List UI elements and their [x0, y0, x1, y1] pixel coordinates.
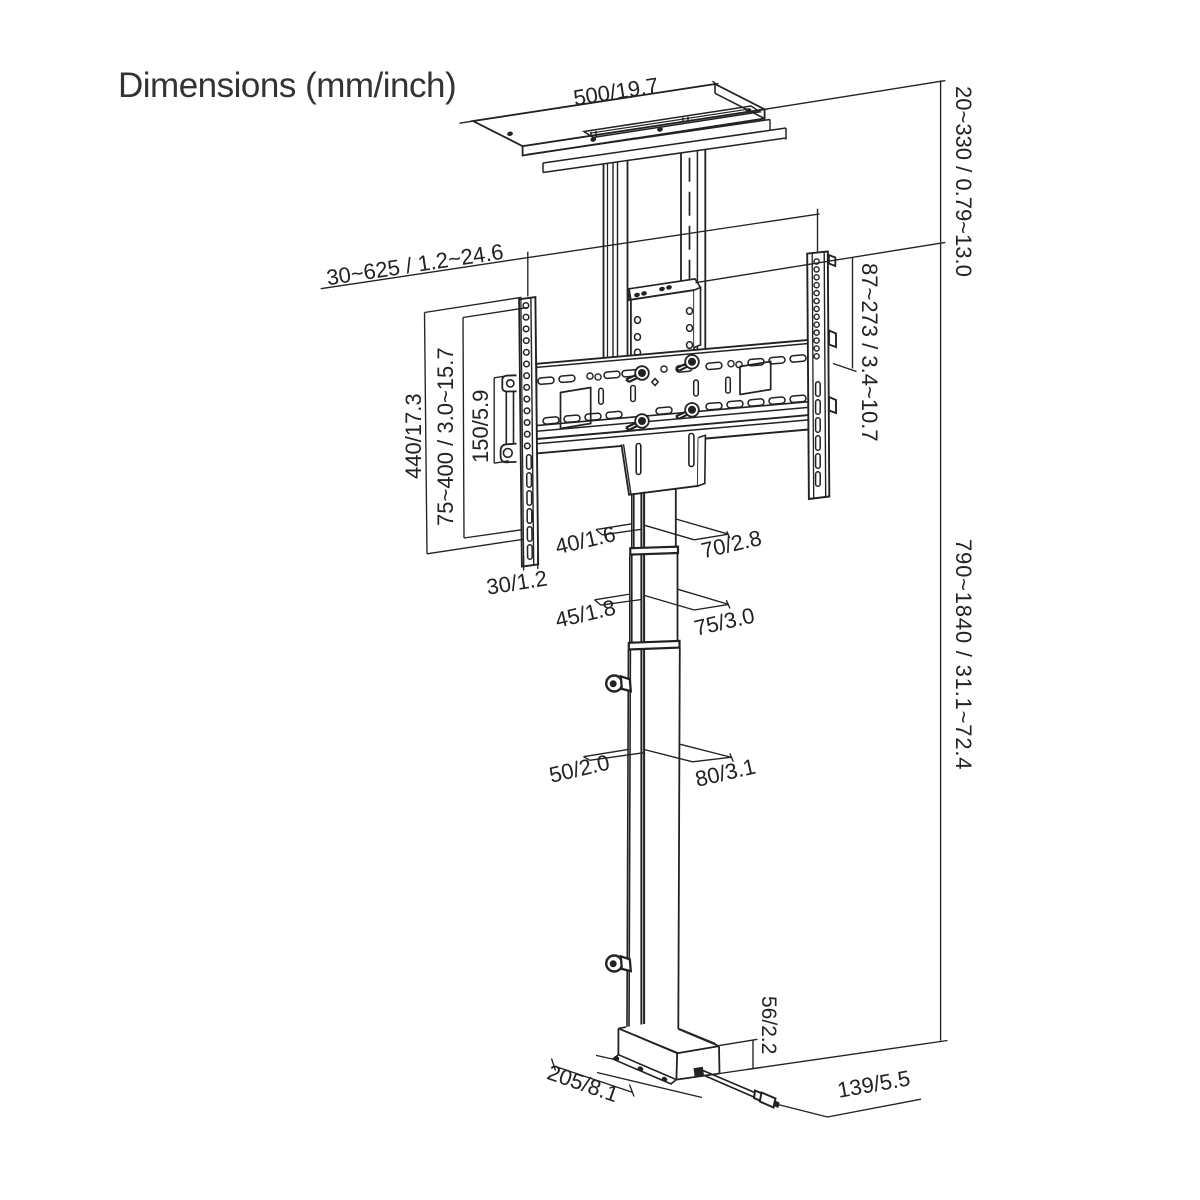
svg-text:440/17.3: 440/17.3 [401, 393, 426, 479]
svg-text:20~330 / 0.79~13.0: 20~330 / 0.79~13.0 [951, 86, 976, 277]
svg-text:75~400 / 3.0~15.7: 75~400 / 3.0~15.7 [433, 347, 458, 526]
svg-text:87~273 / 3.4~10.7: 87~273 / 3.4~10.7 [857, 263, 882, 442]
svg-text:150/5.9: 150/5.9 [468, 390, 493, 463]
svg-text:Dimensions (mm/inch): Dimensions (mm/inch) [118, 66, 456, 105]
svg-text:56/2.2: 56/2.2 [757, 996, 780, 1054]
svg-text:790~1840 / 31.1~72.4: 790~1840 / 31.1~72.4 [951, 539, 976, 770]
